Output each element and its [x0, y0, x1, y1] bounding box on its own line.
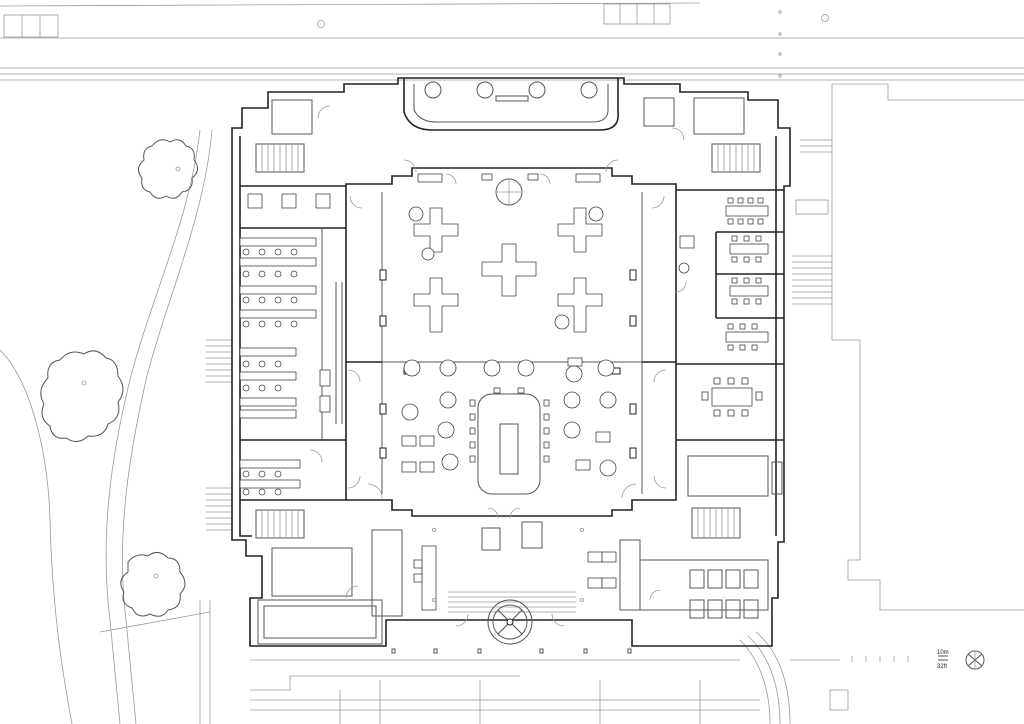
left-rooms-furniture: [239, 193, 331, 496]
landscape-left: [0, 129, 232, 724]
scale-bar: 10m 32ft: [937, 650, 949, 670]
columns: [379, 269, 637, 459]
right-rooms-furniture: [678, 197, 769, 417]
upper-hall-furniture: [408, 173, 604, 333]
building-walls: [231, 77, 791, 647]
cafe-area: [401, 357, 617, 495]
scale-label-metric: 10m: [937, 650, 949, 656]
right-context: [739, 83, 1024, 724]
bottom-context: [250, 648, 760, 724]
scale-label-imperial: 32ft: [937, 664, 947, 670]
street-context: [0, 2, 1024, 81]
entrance-lobby: [413, 521, 617, 645]
compass-rose-icon: [965, 650, 985, 670]
door-swings: [309, 105, 687, 627]
